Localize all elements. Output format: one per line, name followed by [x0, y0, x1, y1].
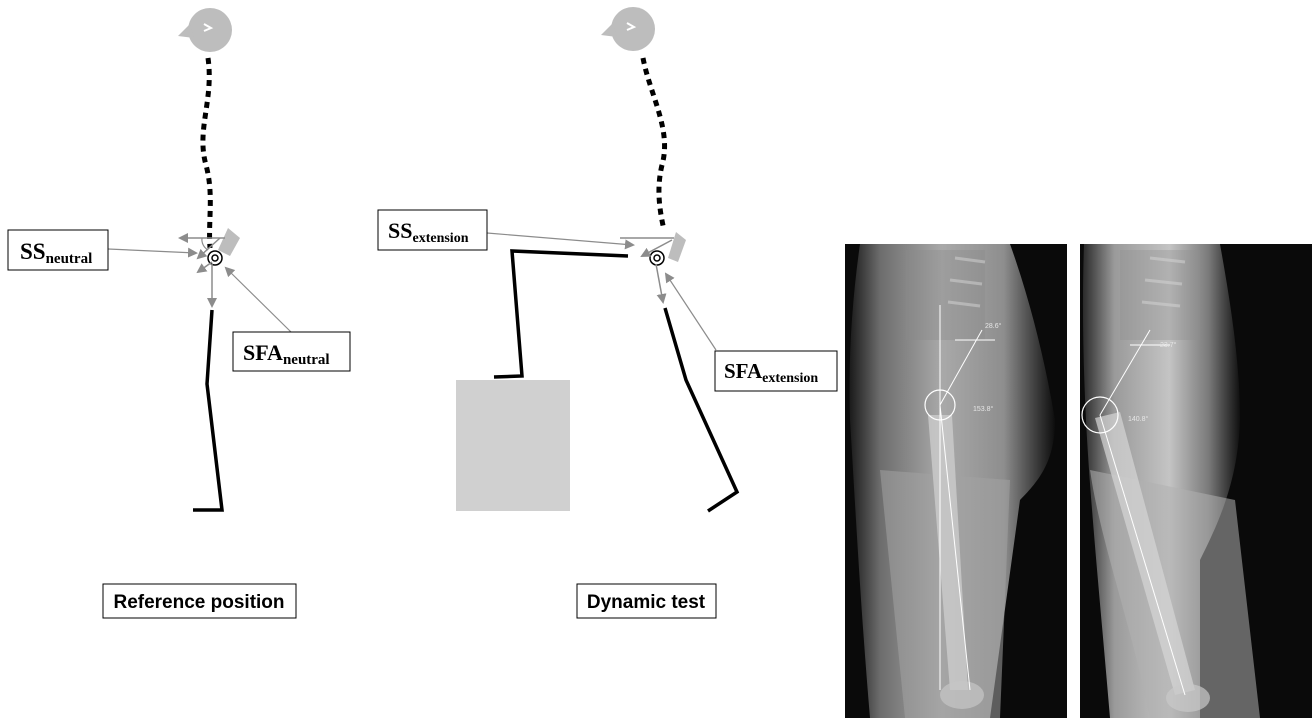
dynamic-figure	[456, 7, 737, 511]
hip-joint-icon	[650, 251, 664, 265]
sfa-neutral-sub: neutral	[283, 352, 330, 368]
ss-extension-sub: extension	[412, 231, 468, 246]
ss-neutral-sub: neutral	[46, 251, 93, 267]
reference-figure	[108, 8, 291, 510]
hip-vector-left	[198, 262, 212, 272]
femur-axis-arrow	[656, 264, 663, 302]
ss-extension-label: SSextension	[378, 210, 487, 250]
xray-left-sfa-angle: 153.8°	[973, 405, 994, 413]
reference-caption-text: Reference position	[113, 592, 284, 613]
ss-neutral-label: SSneutral	[8, 230, 108, 270]
spine-dashed	[203, 58, 210, 248]
ss-extension-main: SS	[388, 218, 412, 243]
ss-neutral-pointer	[108, 249, 196, 253]
sfa-extension-sub: extension	[762, 371, 818, 386]
xray-left-image: 28.6° 153.8°	[845, 244, 1067, 718]
ss-neutral-main: SS	[20, 239, 46, 264]
sfa-neutral-label: SFAneutral	[233, 332, 350, 371]
ss-extension-pointer	[487, 233, 633, 245]
spine-dashed	[643, 58, 665, 230]
sfa-neutral-pointer	[226, 268, 291, 332]
ss-angle-arc	[202, 238, 208, 250]
head-icon	[601, 7, 655, 51]
head-icon	[178, 8, 232, 52]
xray-right-image: 23.7° 140.8°	[1080, 244, 1312, 718]
xray-right-sfa-angle: 140.8°	[1128, 415, 1149, 423]
sacrum-shape	[668, 232, 686, 262]
sfa-extension-main: SFA	[724, 359, 763, 383]
leg-line	[193, 310, 222, 510]
xray-right-ss-angle: 23.7°	[1160, 341, 1177, 349]
step-box	[456, 380, 570, 511]
xray-left-ss-angle: 28.6°	[985, 322, 1002, 330]
sacrum-shape	[218, 228, 240, 256]
sfa-neutral-main: SFA	[243, 340, 283, 365]
standing-leg-line	[665, 308, 737, 511]
sfa-extension-label: SFAextension	[715, 351, 837, 391]
dynamic-caption: Dynamic test	[577, 584, 716, 618]
stepping-leg-line	[494, 251, 628, 377]
ss-tilt-line	[642, 240, 672, 256]
dynamic-caption-text: Dynamic test	[587, 592, 706, 613]
reference-caption: Reference position	[103, 584, 296, 618]
